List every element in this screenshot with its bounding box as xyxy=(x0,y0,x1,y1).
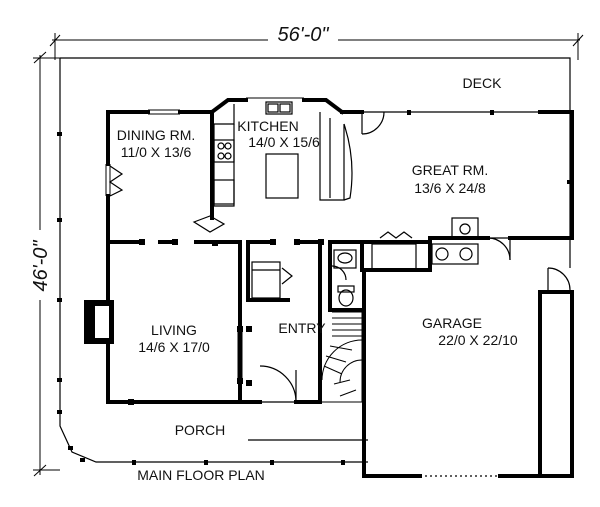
label-porch: PORCH xyxy=(175,422,226,438)
stairs xyxy=(321,311,363,403)
size-great-room: 13/6 X 24/8 xyxy=(414,180,486,196)
size-kitchen: 14/0 X 15/6 xyxy=(248,134,320,150)
label-garage: GARAGE xyxy=(422,315,482,331)
fireplace xyxy=(84,300,114,344)
label-living: LIVING xyxy=(151,322,197,338)
label-great-room: GREAT RM. xyxy=(412,162,489,178)
opening-marks xyxy=(128,239,324,405)
plan-title: MAIN FLOOR PLAN xyxy=(137,467,265,483)
size-garage: 22/0 X 22/10 xyxy=(438,332,518,348)
size-dining: 11/0 X 13/6 xyxy=(121,144,192,160)
depth-dimension: 46'-0" xyxy=(30,240,52,292)
doors xyxy=(108,111,571,477)
utility-fixtures xyxy=(251,217,479,307)
walls xyxy=(106,98,574,478)
label-dining: DINING RM. xyxy=(117,127,196,143)
label-deck: DECK xyxy=(463,75,503,91)
rail-posts xyxy=(57,110,572,465)
size-living: 14/6 X 17/0 xyxy=(138,339,210,355)
label-entry: ENTRY xyxy=(278,320,326,336)
label-kitchen: KITCHEN xyxy=(237,118,298,134)
kitchen-fixtures xyxy=(213,101,353,207)
width-dimension: 56'-0" xyxy=(278,24,330,46)
windows xyxy=(105,97,304,380)
